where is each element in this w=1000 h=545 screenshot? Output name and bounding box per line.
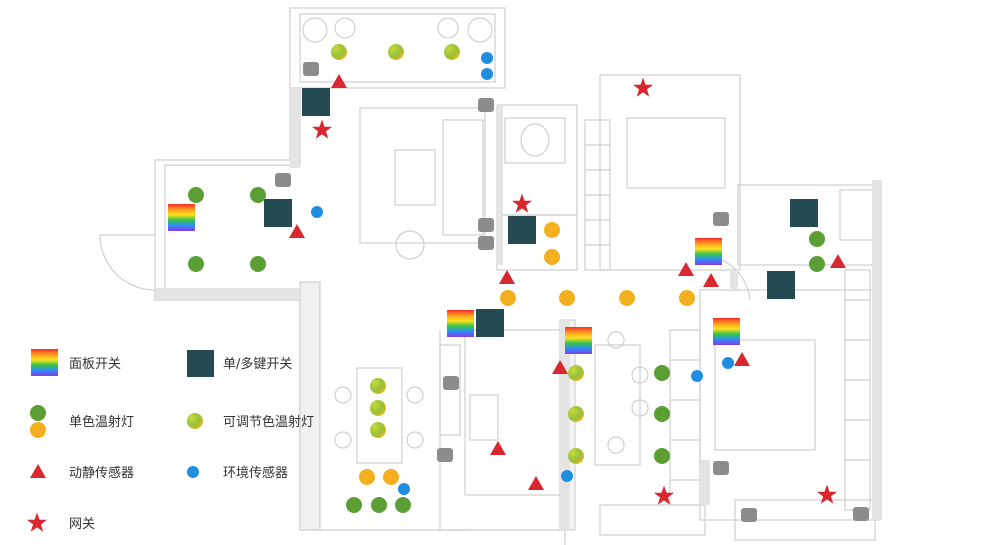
legend-label-key-switch: 单/多键开关 [223,356,292,372]
green-light-icons [188,187,825,513]
legend-label-env-sensor: 环境传感器 [223,465,288,481]
panel-switch-icon [31,349,58,376]
key-switch-icon [790,199,818,227]
orange-light-icons [359,222,695,485]
wall-accents [155,88,882,530]
floor-plan-walls [99,7,881,545]
legend-item-key-switch: 单/多键开关 [187,350,292,377]
key-switch-icon [264,199,292,227]
red-star-icon [26,512,48,532]
legend-item-single-light: 单色温射灯 [30,405,134,438]
tunable-light-icons [331,44,584,464]
panel-switch-icon [695,238,722,265]
legend-item-motion-sensor: 动静传感器 [30,464,134,481]
green-dot-icon [30,405,46,421]
dark-square-icon [187,350,214,377]
key-switch-icon [767,271,795,299]
motion-sensor-icons [289,74,846,490]
panel-switch-icon [447,310,474,337]
blue-dot-icon [187,466,199,478]
key-switch-icon [476,309,504,337]
legend-label-panel-switch: 面板开关 [69,357,121,372]
key-switch-icons [264,88,818,337]
legend: 面板开关 单/多键开关 单色温射灯 可调节色温射灯 动静传感器 环境传感器 网关 [26,349,314,532]
orange-dot-icon [30,422,46,438]
legend-item-gateway: 网关 [26,512,95,532]
env-sensor-icons [311,52,734,495]
legend-label-motion-sensor: 动静传感器 [69,465,134,481]
gradient-dot-icon [187,413,203,429]
legend-item-env-sensor: 环境传感器 [187,465,288,481]
red-triangle-icon [30,464,46,478]
panel-switch-icons [168,204,740,354]
key-switch-icon [302,88,330,116]
panel-switch-icon [713,318,740,345]
legend-item-panel-switch: 面板开关 [31,349,121,376]
legend-label-gateway: 网关 [69,517,95,532]
panel-switch-icon [565,327,592,354]
panel-switch-icon [168,204,195,231]
key-switch-icon [508,216,536,244]
legend-item-tunable-light: 可调节色温射灯 [187,413,314,430]
legend-label-tunable-light: 可调节色温射灯 [223,414,314,430]
gray-devices [268,62,869,522]
legend-label-single-light: 单色温射灯 [69,414,134,430]
